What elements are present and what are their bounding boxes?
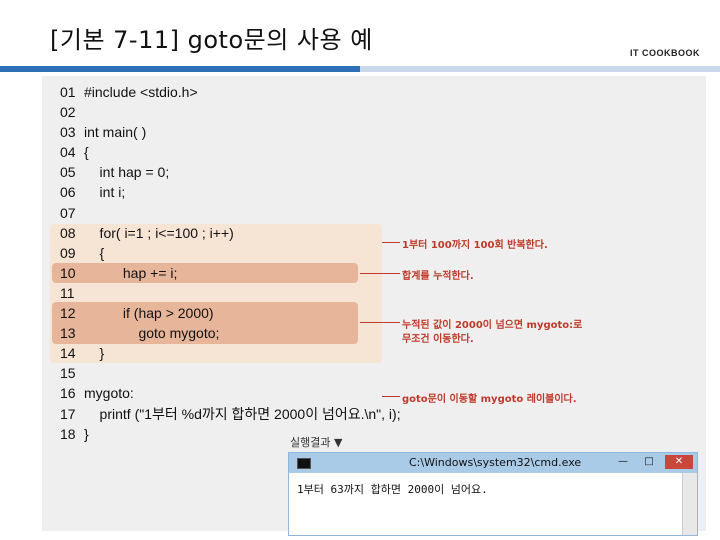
run-result-label: 실행결과 ▼ bbox=[290, 436, 343, 449]
code-line: 02 bbox=[60, 102, 401, 122]
code-text: goto mygoto; bbox=[84, 325, 220, 342]
header-divider bbox=[0, 66, 720, 72]
annotation-line-label bbox=[382, 396, 400, 397]
code-line: 05 int hap = 0; bbox=[60, 162, 401, 182]
code-line: 09 { bbox=[60, 243, 401, 263]
code-line: 12 if (hap > 2000) bbox=[60, 303, 401, 323]
cmd-window-title: C:\Windows\system32\cmd.exe bbox=[409, 456, 582, 469]
code-line: 11 bbox=[60, 283, 401, 303]
line-number: 03 bbox=[60, 124, 76, 141]
logo: IT COOKBOOK bbox=[630, 48, 700, 58]
code-text: } bbox=[84, 425, 89, 442]
accumulate-highlight bbox=[52, 263, 358, 283]
cmd-titlebar[interactable]: C:\Windows\system32\cmd.exe — □ ✕ bbox=[289, 453, 697, 473]
cmd-output: 1부터 63까지 합하면 2000이 넘어요. bbox=[297, 483, 488, 496]
code-line: 15 bbox=[60, 363, 401, 383]
line-number: 09 bbox=[60, 244, 76, 261]
code-line: 03 int main( ) bbox=[60, 122, 401, 142]
code-text: { bbox=[84, 144, 89, 161]
code-line: 16 mygoto: bbox=[60, 383, 401, 403]
code-line: 14 } bbox=[60, 343, 401, 363]
annotation-loop: 1부터 100까지 100회 반복한다. bbox=[402, 240, 548, 251]
line-number: 12 bbox=[60, 305, 76, 322]
condition-highlight bbox=[52, 302, 358, 344]
code-line: 06 int i; bbox=[60, 182, 401, 202]
line-number: 02 bbox=[60, 104, 76, 121]
line-number: 07 bbox=[60, 204, 76, 221]
code-text: int hap = 0; bbox=[84, 164, 170, 181]
code-text: if (hap > 2000) bbox=[84, 305, 214, 322]
line-number: 10 bbox=[60, 264, 76, 281]
code-line: 17 printf ("1부터 %d까지 합하면 2000이 넘어요.\n", … bbox=[60, 404, 401, 424]
line-number: 17 bbox=[60, 405, 76, 422]
code-line: 04 { bbox=[60, 142, 401, 162]
code-text: int i; bbox=[84, 184, 126, 201]
line-number: 08 bbox=[60, 224, 76, 241]
page-title: [기본 7-11] goto문의 사용 예 bbox=[50, 26, 373, 54]
minimize-button[interactable]: — bbox=[618, 456, 628, 467]
code-text: #include <stdio.h> bbox=[84, 84, 198, 100]
annotation-line-condition bbox=[360, 322, 400, 323]
annotation-accumulate: 합계를 누적한다. bbox=[402, 271, 474, 282]
code-text: } bbox=[84, 345, 105, 362]
code-text: printf ("1부터 %d까지 합하면 2000이 넘어요.\n", i); bbox=[84, 405, 401, 422]
close-button[interactable]: ✕ bbox=[665, 455, 693, 469]
line-number: 18 bbox=[60, 425, 76, 442]
code-text: mygoto: bbox=[84, 385, 134, 402]
line-number: 13 bbox=[60, 325, 76, 342]
annotation-condition-2: 무조건 이동한다. bbox=[402, 334, 474, 345]
annotation-line-loop bbox=[382, 242, 400, 243]
line-number: 01 bbox=[60, 84, 76, 100]
code-text: int main( ) bbox=[84, 124, 147, 141]
annotation-line-accumulate bbox=[360, 273, 400, 274]
annotation-condition-1: 누적된 값이 2000이 넘으면 mygoto:로 bbox=[402, 320, 583, 331]
cmd-icon bbox=[297, 458, 311, 469]
line-number: 16 bbox=[60, 385, 76, 402]
line-number: 05 bbox=[60, 164, 76, 181]
code-line: 07 bbox=[60, 203, 401, 223]
line-number: 11 bbox=[60, 284, 75, 301]
line-number: 04 bbox=[60, 144, 76, 161]
code-text: { bbox=[84, 244, 105, 261]
line-number: 15 bbox=[60, 365, 76, 382]
code-line: 10 hap += i; bbox=[60, 263, 401, 283]
code-text: for( i=1 ; i<=100 ; i++) bbox=[84, 224, 234, 241]
code-line: 13 goto mygoto; bbox=[60, 323, 401, 343]
line-number: 14 bbox=[60, 345, 76, 362]
line-number: 06 bbox=[60, 184, 76, 201]
maximize-button[interactable]: □ bbox=[644, 456, 654, 467]
code-listing: 01 #include <stdio.h> 02 03 int main( ) 04 {05… bbox=[60, 82, 401, 444]
code-line: 08 for( i=1 ; i<=100 ; i++) bbox=[60, 223, 401, 243]
cmd-window: C:\Windows\system32\cmd.exe — □ ✕ 1부터 63… bbox=[288, 452, 698, 536]
code-line: 18} bbox=[60, 424, 401, 444]
code-line: 01 #include <stdio.h> bbox=[60, 82, 401, 102]
scrollbar[interactable] bbox=[682, 473, 697, 535]
annotation-label: goto문이 이동할 mygoto 레이블이다. bbox=[402, 394, 577, 405]
code-text: hap += i; bbox=[84, 264, 178, 281]
